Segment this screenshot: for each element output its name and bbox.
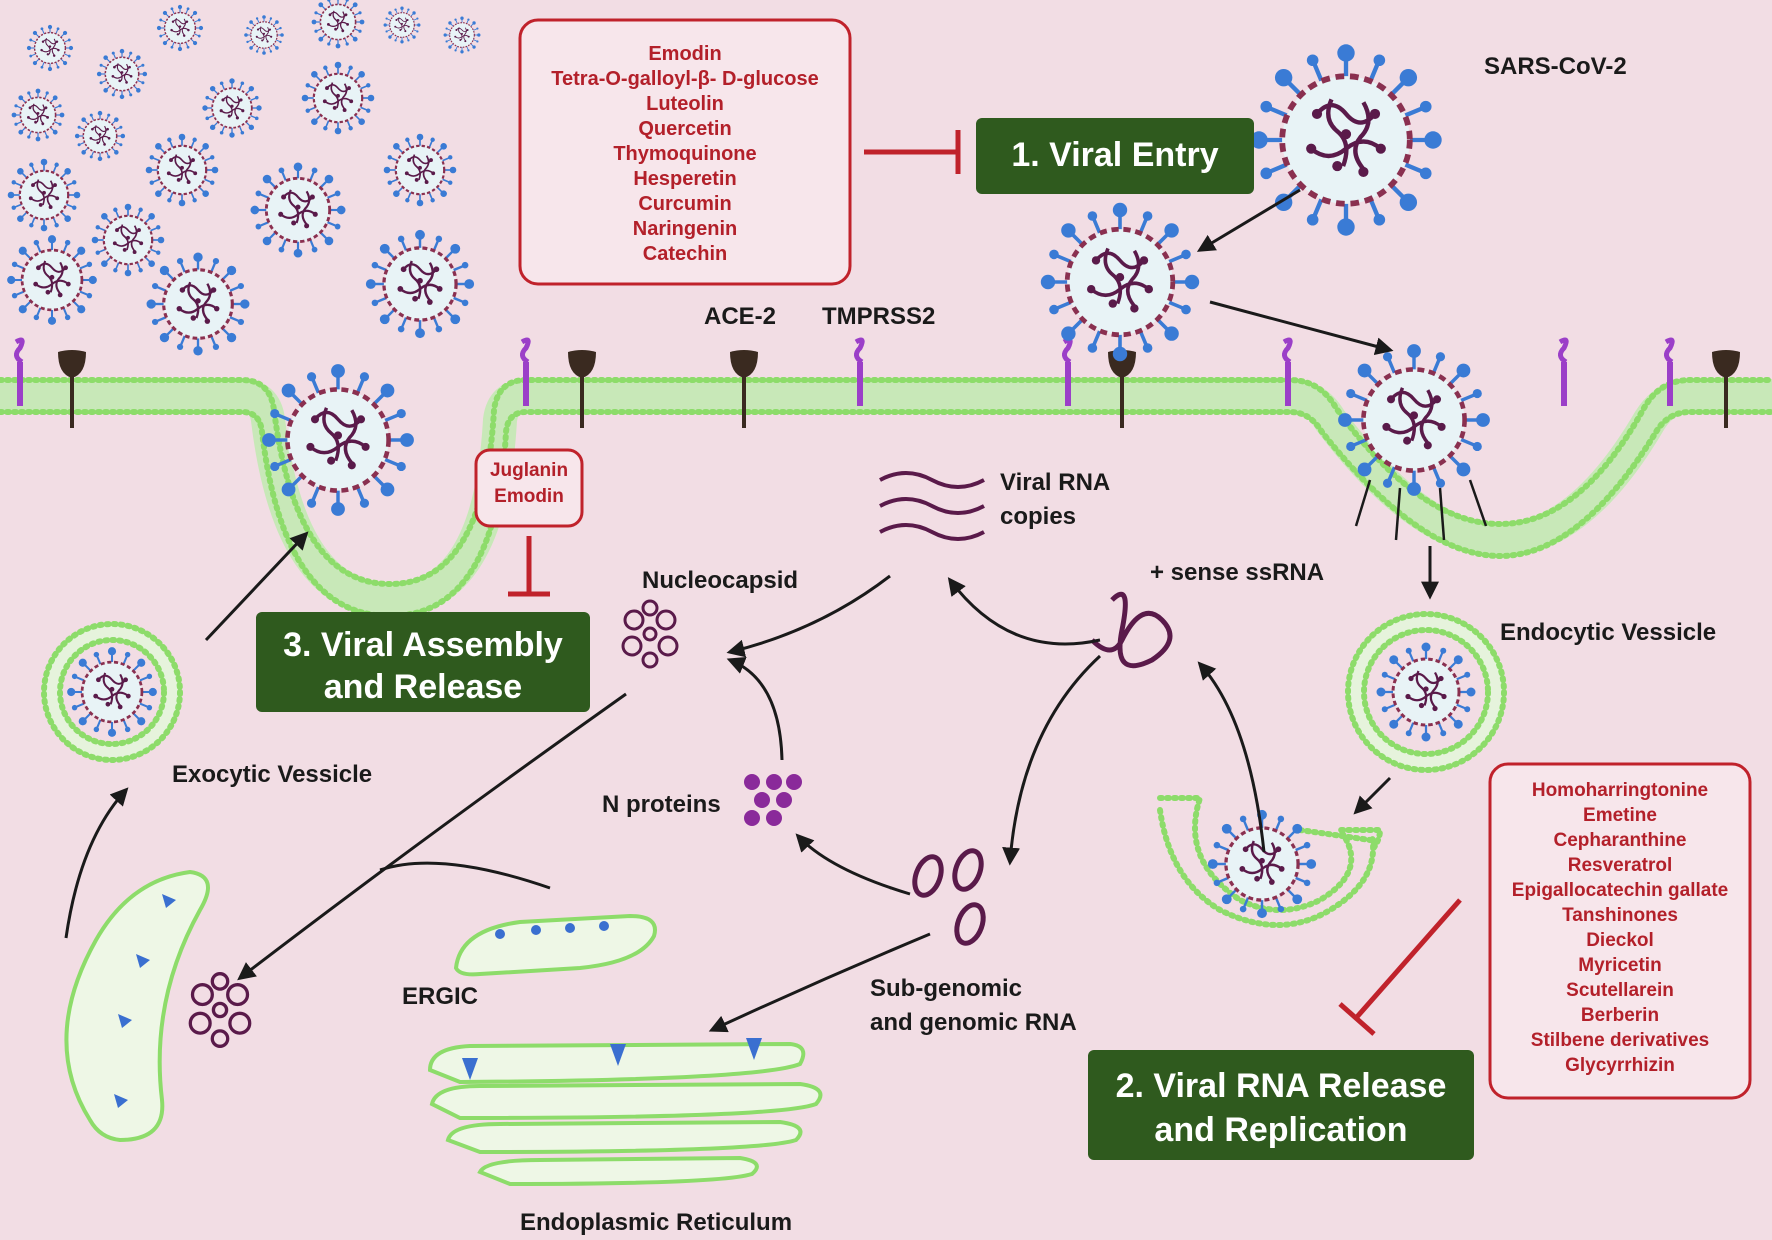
replication-inhibitor-11: Stilbene derivatives: [1531, 1030, 1709, 1051]
endocytic-vesicle: [1345, 611, 1507, 773]
fusion-arrow: [1353, 776, 1392, 815]
viral-rna-copies-icon: [879, 471, 985, 541]
replication-inhibitor-7: Dieckol: [1586, 930, 1654, 951]
er-label: Endoplasmic Reticulum: [520, 1209, 792, 1236]
replication-inhibitor-10: Berberin: [1581, 1005, 1659, 1026]
replication-inhibitor-12: Glycyrrhizin: [1565, 1055, 1675, 1076]
ace2-label: ACE-2: [704, 303, 776, 330]
viral-rna-label-line1: Viral RNA: [1000, 469, 1110, 496]
bound-receptors: [1354, 479, 1488, 541]
exocytic-vesicle: [41, 621, 183, 763]
stage-1-title: 1. Viral Entry: [1011, 136, 1218, 174]
attaching-virion: [1041, 203, 1199, 361]
entry-inhibitor-8: Naringenin: [633, 218, 737, 240]
arrow-golgi-to-vesicle: [64, 787, 129, 939]
arrow-to-er: [708, 932, 931, 1033]
arrow-rna-to-nucleocapsid: [726, 574, 891, 658]
endoplasmic-reticulum: [427, 1041, 823, 1187]
arrow-ergic-to-golgi: [379, 861, 551, 890]
entry-inhibitor-3: Luteolin: [646, 93, 724, 115]
replication-inhibition-bar: [1338, 1002, 1376, 1036]
replication-inhibitor-box: [1488, 762, 1752, 1100]
assembly-inhibitor-box: [474, 448, 584, 528]
entry-inhibitor-7: Curcumin: [638, 193, 731, 215]
replication-inhibitor-5: Epigallocatechin gallate: [1512, 880, 1728, 901]
replication-inhibitor-1: Homoharringtonine: [1532, 780, 1708, 801]
entry-arrow: [1209, 300, 1394, 355]
sars-cov-2-virion: [1250, 44, 1441, 235]
subgenomic-rna-icon: [912, 848, 986, 946]
ergic-compartment: [453, 913, 657, 977]
arrow-to-ssrna: [1197, 661, 1266, 853]
assembly-inhibitor-2: Emodin: [494, 486, 564, 507]
replication-inhibitor-4: Resveratrol: [1568, 855, 1673, 876]
entry-inhibitor-box: [518, 18, 852, 286]
assembling-nucleocapsid: [188, 972, 252, 1048]
exocytic-vesicle-label: Exocytic Vessicle: [172, 761, 372, 788]
endocytic-vesicle-label: Endocytic Vessicle: [1500, 619, 1716, 646]
replication-inhibitor-6: Tanshinones: [1562, 905, 1678, 926]
entry-inhibitor-2: Tetra-O-galloyl-β- D-glucose: [551, 68, 818, 90]
entry-inhibitor-4: Quercetin: [638, 118, 731, 140]
nucleocapsid-icon: [621, 599, 679, 669]
stage-3-assembly-box: [256, 612, 590, 712]
exocytosis-arrow: [204, 531, 309, 642]
viral-rna-label-line2: copies: [1000, 503, 1076, 530]
stage-1-viral-entry-box: [976, 118, 1254, 194]
stage-3-title-line1: 3. Viral Assembly: [283, 626, 563, 664]
ergic-label: ERGIC: [402, 983, 478, 1010]
arrow-to-n-proteins: [795, 833, 911, 896]
replication-inhibitor-8: Myricetin: [1578, 955, 1661, 976]
free-virions: [5, 0, 482, 358]
n-proteins-icon: [744, 774, 802, 826]
replication-inhibitor-list: HomoharringtonineEmetineCepharanthineRes…: [1512, 780, 1728, 1076]
assembly-inhibitor-1: Juglanin: [490, 460, 568, 481]
tmprss2-protease: [856, 340, 863, 406]
golgi-compartment: [64, 869, 210, 1143]
sense-ssrna-icon: [1090, 591, 1173, 669]
replication-inhibitor-3: Cepharanthine: [1553, 830, 1686, 851]
stage-2-replication-box: [1088, 1050, 1474, 1160]
arrow-to-golgi: [237, 692, 627, 981]
subgenomic-label-line2: and genomic RNA: [870, 1009, 1077, 1036]
subgenomic-label-line1: Sub-genomic: [870, 975, 1022, 1002]
budding-virion: [262, 364, 414, 516]
stage-2-title-line1: 2. Viral RNA Release: [1116, 1067, 1447, 1105]
fusing-vesicle: [1157, 795, 1384, 928]
entry-inhibitor-6: Hesperetin: [633, 168, 736, 190]
stage-3-title-line2: and Release: [324, 668, 522, 706]
tmprss2-label: TMPRSS2: [822, 303, 935, 330]
attach-arrow: [1196, 188, 1301, 252]
nucleocapsid-label: Nucleocapsid: [642, 567, 798, 594]
n-proteins-label: N proteins: [602, 791, 721, 818]
sense-ssrna-label: + sense ssRNA: [1150, 559, 1324, 586]
replication-inhibition-line: [1354, 898, 1462, 1020]
entry-inhibitor-5: Thymoquinone: [613, 143, 756, 165]
arrow-to-subgenomic: [1002, 654, 1102, 866]
entering-virion: [1338, 344, 1490, 496]
replication-inhibitor-9: Scutellarein: [1566, 980, 1674, 1001]
stage-2-title-line2: and Replication: [1154, 1111, 1407, 1149]
entry-inhibitor-1: Emodin: [648, 43, 721, 65]
arrow-to-rna-copies: [947, 577, 1101, 646]
sars-cov-2-label: SARS-CoV-2: [1484, 53, 1627, 80]
replication-inhibitor-2: Emetine: [1583, 805, 1657, 826]
er-spike-proteins: [462, 1038, 762, 1080]
entry-inhibitor-9: Catechin: [643, 243, 727, 265]
arrow-nprot-to-nucleocapsid: [726, 657, 784, 761]
